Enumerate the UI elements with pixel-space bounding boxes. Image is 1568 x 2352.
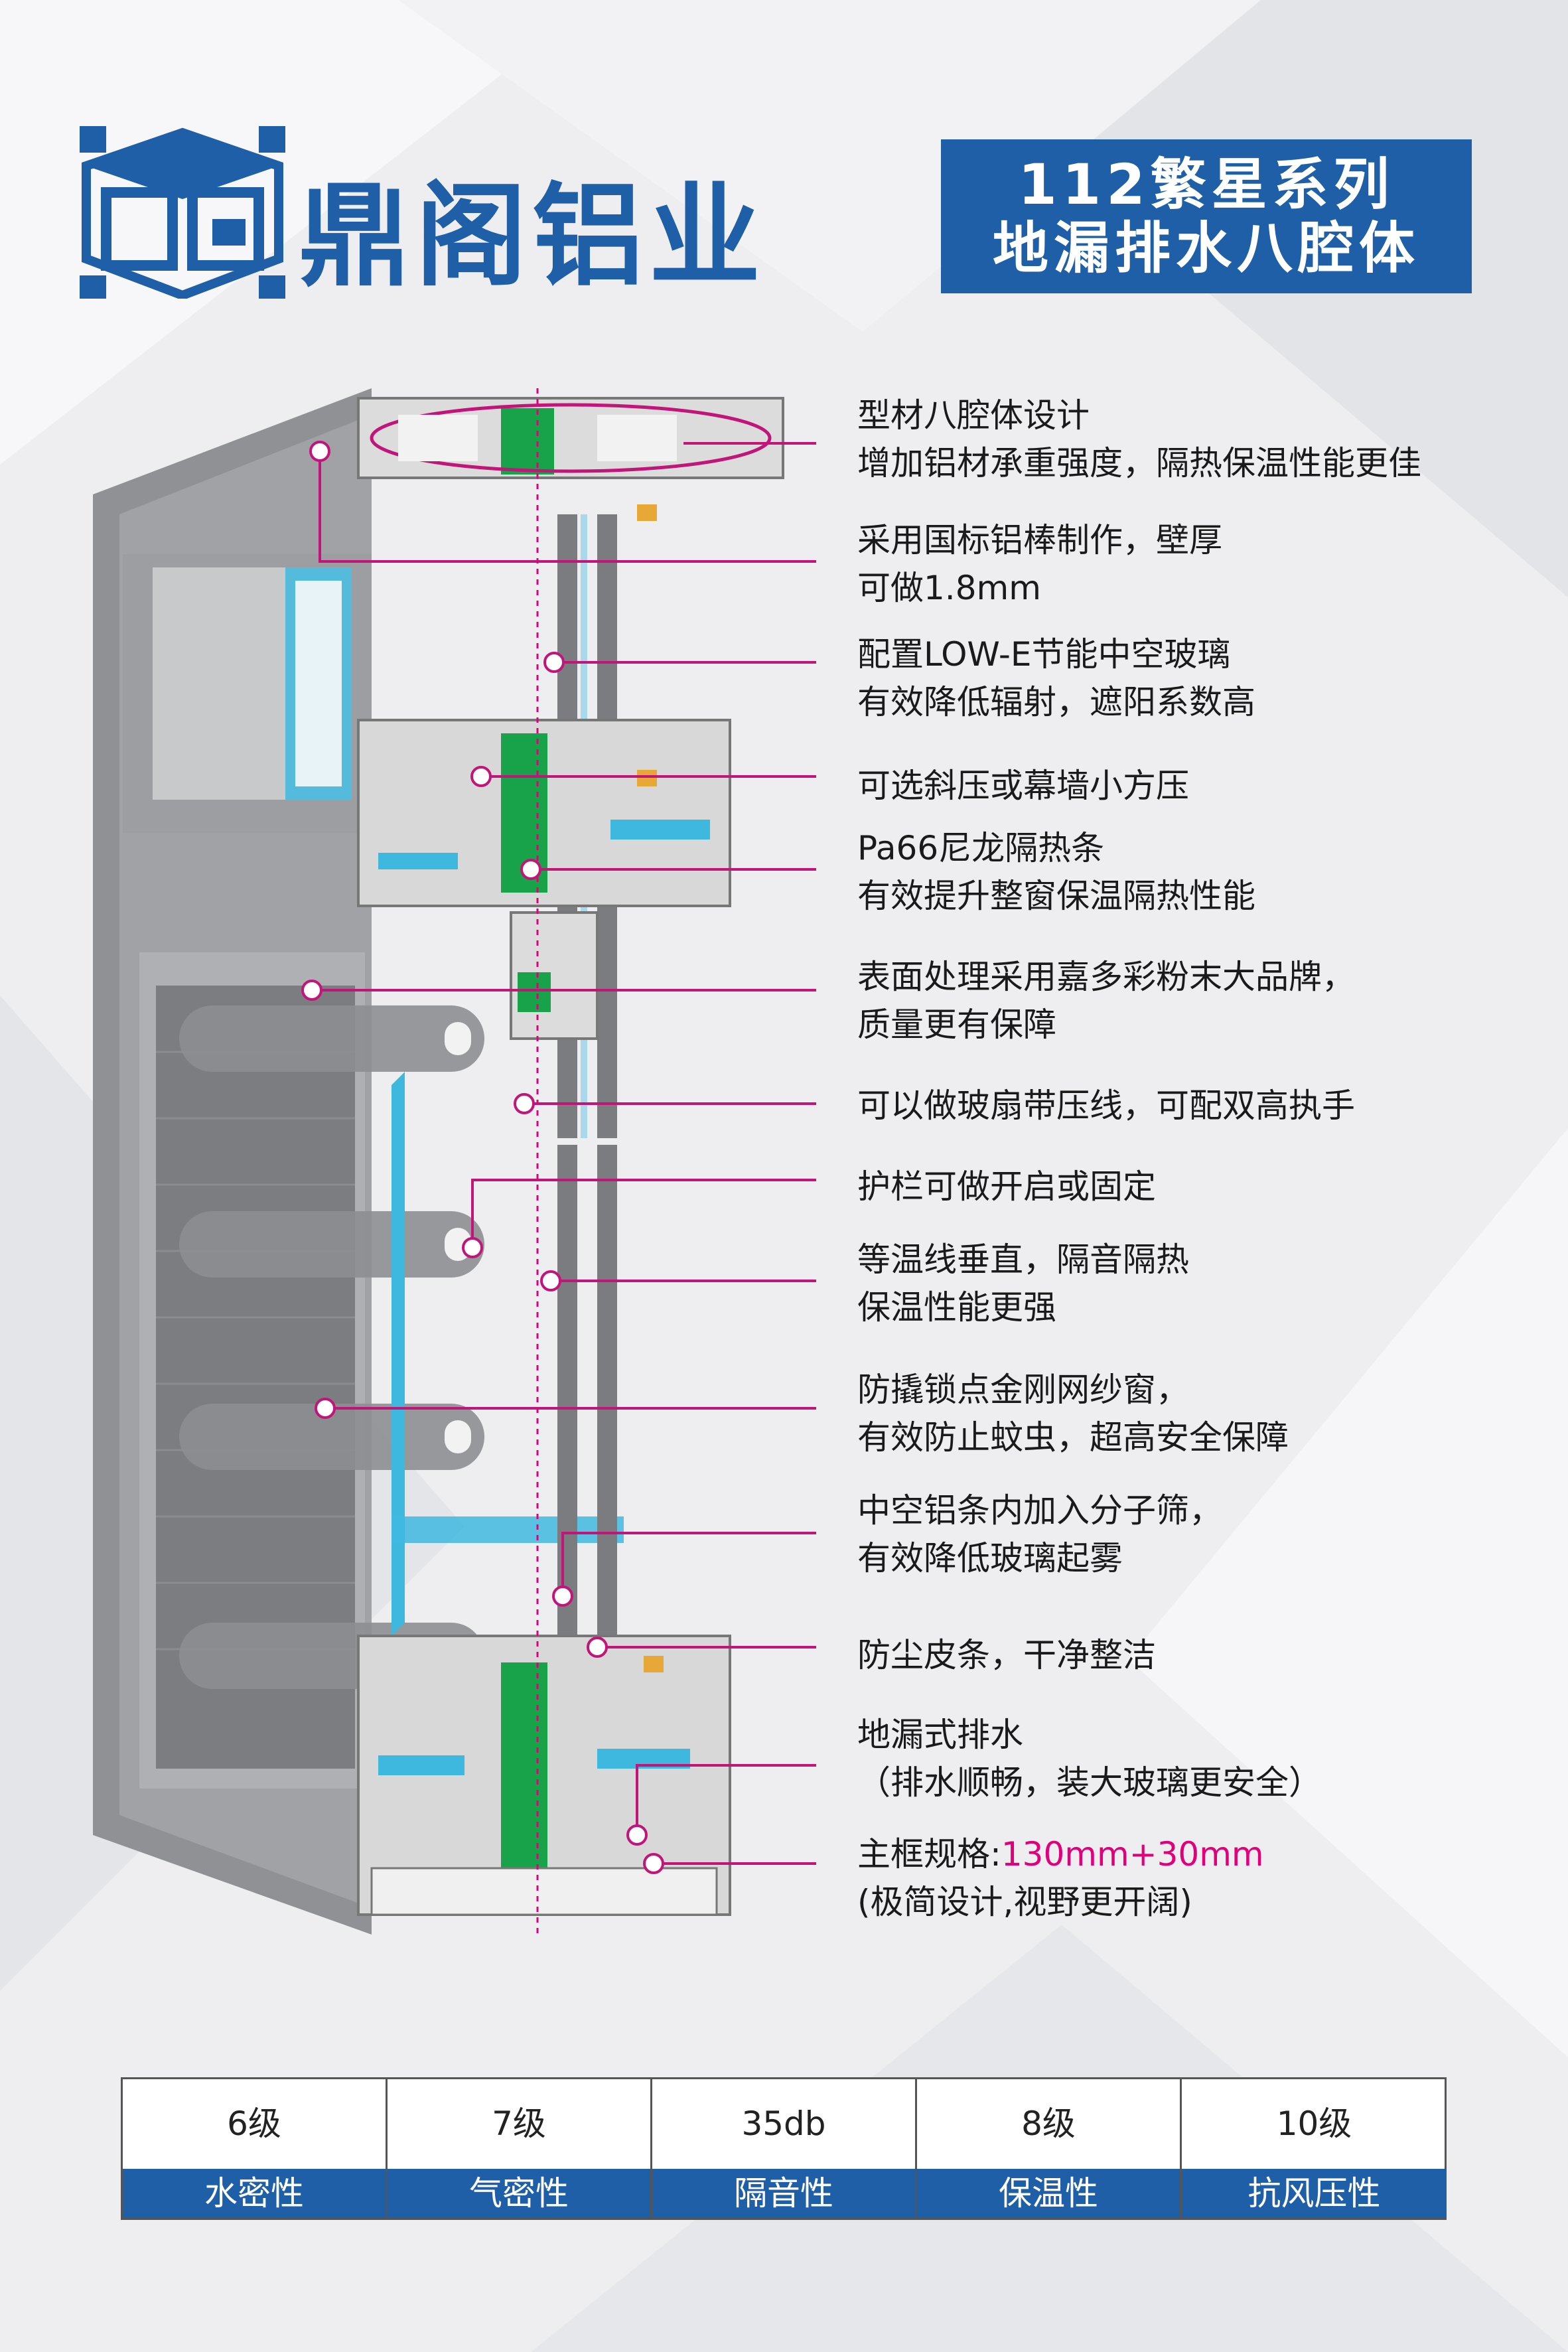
spec-label: 水密性 — [123, 2169, 386, 2218]
feature-sash-handle: 可以做玻扇带压线，可配双高执手 — [857, 1086, 1355, 1125]
spec-air-tightness: 7级 气密性 — [388, 2079, 652, 2218]
spec-label: 抗风压性 — [1182, 2169, 1447, 2218]
spec-wind-pressure: 10级 抗风压性 — [1182, 2079, 1447, 2218]
spec-thermal-insulation: 8级 保温性 — [917, 2079, 1182, 2218]
spec-water-tightness: 6级 水密性 — [123, 2079, 388, 2218]
feature-frame-spec: 主框规格:130mm+30mm (极简设计,视野更开阔) — [857, 1835, 1264, 1921]
window-profile-diagram — [93, 388, 784, 1935]
brand-logo: 鼎阁铝业 — [80, 126, 760, 312]
series-title-box: 112繁星系列 地漏排水八腔体 — [941, 139, 1472, 293]
feature-floor-drain: 地漏式排水 （排水顺畅，装大玻璃更安全） — [857, 1716, 1322, 1802]
feature-powder-coating: 表面处理采用嘉多彩粉末大品牌， 质量更有保障 — [857, 958, 1355, 1044]
spec-label: 气密性 — [388, 2169, 650, 2218]
feature-bead-option: 可选斜压或幕墙小方压 — [857, 767, 1189, 805]
feature-molecular-sieve: 中空铝条内加入分子筛， 有效降低玻璃起雾 — [857, 1491, 1222, 1578]
feature-isotherm: 等温线垂直，隔音隔热 保温性能更强 — [857, 1240, 1189, 1327]
feature-guardrail: 护栏可做开启或固定 — [857, 1167, 1156, 1206]
spec-value: 8级 — [1021, 2104, 1076, 2143]
feature-lowe-glass: 配置LOW-E节能中空玻璃 有效降低辐射，遮阳系数高 — [857, 635, 1255, 721]
frame-spec-value: 130mm+30mm — [1001, 1835, 1264, 1874]
feature-aluminum-rod: 采用国标铝棒制作，壁厚 可做1.8mm — [857, 521, 1222, 607]
feature-dust-seal: 防尘皮条，干净整洁 — [857, 1636, 1156, 1674]
series-title-line2: 地漏排水八腔体 — [992, 216, 1420, 281]
spec-label: 保温性 — [917, 2169, 1180, 2218]
feature-eight-chamber: 型材八腔体设计 增加铝材承重强度，隔热保温性能更佳 — [857, 396, 1421, 482]
feature-pa66-strip: Pa66尼龙隔热条 有效提升整窗保温隔热性能 — [857, 829, 1255, 915]
brand-name: 鼎阁铝业 — [299, 171, 766, 301]
spec-value: 7级 — [492, 2104, 546, 2143]
spec-value: 35db — [741, 2104, 826, 2143]
series-title-line1: 112繁星系列 — [1018, 152, 1395, 217]
dg-cube-logo-icon — [80, 126, 285, 299]
feature-security-screen: 防撬锁点金刚网纱窗， 有效防止蚊虫，超高安全保障 — [857, 1370, 1289, 1457]
spec-value: 10级 — [1276, 2104, 1352, 2143]
spec-label: 隔音性 — [652, 2169, 915, 2218]
spec-value: 6级 — [227, 2104, 281, 2143]
spec-sound-insulation: 35db 隔音性 — [652, 2079, 917, 2218]
performance-spec-table: 6级 水密性 7级 气密性 35db 隔音性 8级 保温性 10级 抗风压性 — [121, 2077, 1447, 2220]
